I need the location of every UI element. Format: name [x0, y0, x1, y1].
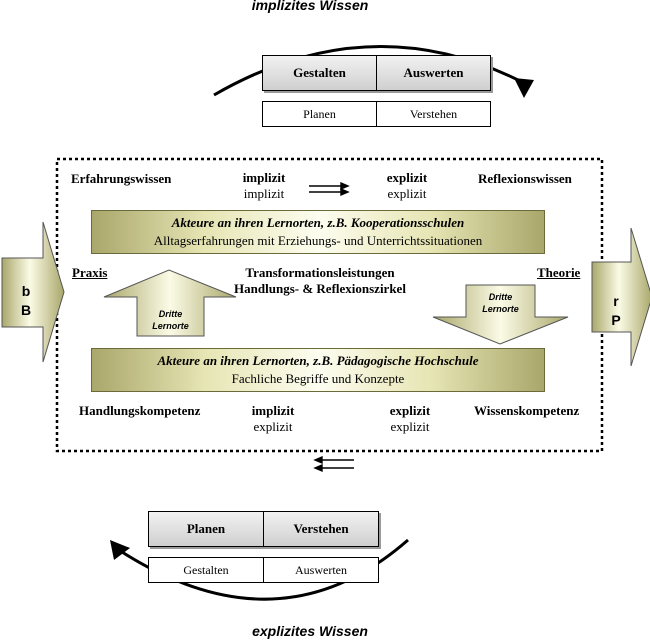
- up-arrow-label-line1: Dritte: [158, 309, 183, 319]
- bottom-box-gestalten: Gestalten: [183, 562, 229, 577]
- down-arrow-dritte-lernorte: [432, 284, 569, 345]
- banner-top-line2: Alltagserfahrungen mit Erziehungs- und U…: [153, 233, 483, 248]
- right-side-arrow: [591, 227, 650, 367]
- banner-kooperationsschulen: Akteure an ihren Lernorten, z.B. Koopera…: [91, 210, 545, 254]
- top-box-row2: Planen Verstehen: [262, 101, 491, 127]
- transformation-line1: Transformationsleistungen: [245, 265, 395, 280]
- double-arrow-left: [313, 455, 354, 473]
- transformation-group: Transformationsleistungen Handlungs- & R…: [210, 265, 430, 297]
- banner-bottom-line1: Akteure an ihren Lernorten, z.B. Pädagog…: [157, 353, 479, 368]
- down-arrow-label-line2: Lernorte: [482, 304, 519, 314]
- top-box-auswerten: Auswerten: [376, 56, 490, 90]
- praxis-label: Praxis: [72, 265, 108, 280]
- bottom-box-auswerten: Auswerten: [263, 558, 378, 582]
- reflexionswissen-label: Reflexionswissen: [478, 171, 572, 186]
- down-arrow-label-line1: Dritte: [488, 292, 513, 302]
- banner-top-line1: Akteure an ihren Lernorten, z.B. Koopera…: [171, 215, 465, 230]
- top-box-verstehen: Verstehen: [376, 102, 490, 126]
- double-arrow-right: [309, 181, 350, 197]
- header-implizit-group: implizit implizit: [224, 170, 304, 202]
- bottom-box-verstehen: Verstehen: [263, 512, 378, 546]
- header-explizit-group: explizit explizit: [367, 170, 447, 202]
- bottom-curve-arrowhead: [110, 540, 130, 560]
- top-title: implizites Wissen: [251, 0, 369, 13]
- down-arrow-label: Dritte Lernorte: [466, 291, 535, 315]
- theorie-label: Theorie: [537, 265, 581, 280]
- footer-explizit-top: explizit: [389, 403, 431, 418]
- right-arrow-label-line1: r: [613, 293, 619, 309]
- wissenskompetenz-label: Wissenskompetenz: [474, 403, 580, 418]
- top-box-planen: Planen: [303, 106, 336, 121]
- right-arrow-label: r P: [606, 292, 626, 330]
- header-implizit-bottom: implizit: [243, 186, 285, 201]
- header-implizit-top: implizit: [242, 170, 286, 185]
- left-arrow-label: b B: [16, 282, 36, 320]
- banner-bottom-line2: Fachliche Begriffe und Konzepte: [231, 371, 405, 386]
- left-arrow-label-line2: B: [20, 302, 32, 318]
- bottom-box-row2: Gestalten Auswerten: [148, 557, 379, 583]
- footer-implizit-top: implizit: [251, 403, 295, 418]
- top-box-row1: Gestalten Auswerten: [262, 55, 491, 91]
- footer-explizit-bottom: explizit: [390, 419, 430, 434]
- right-arrow-label-line2: P: [611, 312, 621, 328]
- footer-implizit-bottom: explizit: [253, 419, 293, 434]
- up-arrow-label-line2: Lernorte: [152, 321, 189, 331]
- left-arrow-label-line1: b: [21, 283, 31, 299]
- footer-explizit-group: explizit explizit: [370, 403, 450, 435]
- handlungskompetenz-label: Handlungskompetenz: [79, 403, 201, 418]
- up-arrow-label: Dritte Lernorte: [137, 308, 204, 332]
- left-side-arrow: [1, 221, 65, 363]
- header-explizit-bottom: explizit: [387, 186, 427, 201]
- erfahrungswissen-label: Erfahrungswissen: [71, 171, 172, 186]
- bottom-title: explizites Wissen: [252, 623, 368, 639]
- transformation-line2: Handlungs- & Reflexionszirkel: [234, 281, 406, 296]
- up-arrow-dritte-lernorte: [103, 269, 237, 337]
- footer-implizit-group: implizit explizit: [233, 403, 313, 435]
- banner-paedagogische-hochschule: Akteure an ihren Lernorten, z.B. Pädagog…: [91, 348, 545, 392]
- top-curve-arrowhead: [514, 78, 534, 98]
- bottom-box-planen: Planen: [149, 512, 263, 546]
- top-box-gestalten: Gestalten: [263, 56, 376, 90]
- bottom-box-row1: Planen Verstehen: [148, 511, 379, 547]
- header-explizit-top: explizit: [386, 170, 428, 185]
